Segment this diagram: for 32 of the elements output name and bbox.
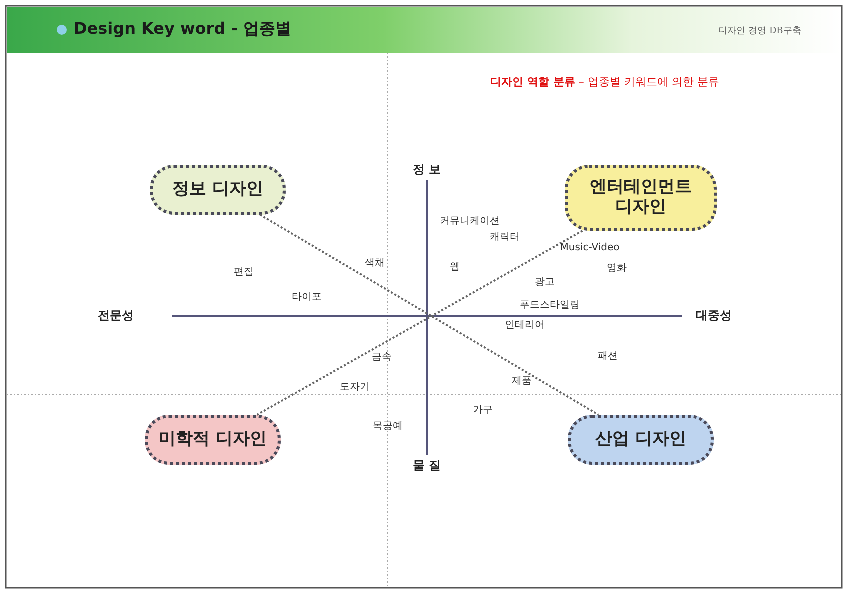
box-label: 정보 디자인 xyxy=(172,180,264,200)
keyword-label: 캐릭터 xyxy=(490,231,520,244)
axis-label: 물 질 xyxy=(412,458,442,474)
keyword-label: 영화 xyxy=(607,262,627,275)
slide-title: Design Key word - 업종별 xyxy=(74,19,292,40)
box-label: 산업 디자인 xyxy=(596,430,686,450)
keyword-label: 패션 xyxy=(598,350,618,363)
keyword-label: 타이포 xyxy=(292,291,322,304)
keyword-label: 광고 xyxy=(535,276,555,289)
box-label: 미학적 디자인 xyxy=(159,430,267,450)
keyword-label: 인테리어 xyxy=(505,319,545,332)
keyword-label: 금속 xyxy=(372,351,392,364)
rounded-box xyxy=(150,165,286,215)
keyword-label: 도자기 xyxy=(340,381,370,394)
keyword-label: Music-Video xyxy=(560,242,620,254)
subtitle: 디자인 역할 분류 – 업종별 키워드에 의한 분류 xyxy=(490,74,720,90)
keyword-label: 가구 xyxy=(473,404,493,417)
rounded-box xyxy=(565,165,717,231)
box-label: 엔터테인먼트 디자인 xyxy=(589,178,693,218)
keyword-label: 제품 xyxy=(512,375,532,388)
axis-label: 대중성 xyxy=(696,308,732,324)
keyword-label: 커뮤니케이션 xyxy=(440,215,500,228)
keyword-label: 편집 xyxy=(234,266,254,279)
header-note: 디자인 경영 DB구축 xyxy=(718,26,802,38)
keyword-label: 목공예 xyxy=(373,420,403,433)
axis-label: 정 보 xyxy=(412,162,442,178)
keyword-label: 색채 xyxy=(365,257,385,270)
rounded-box xyxy=(568,415,714,465)
rounded-box xyxy=(145,415,281,465)
axis-label: 전문성 xyxy=(98,308,134,324)
keyword-label: 웹 xyxy=(450,261,460,274)
keyword-label: 푸드스타일링 xyxy=(520,299,580,312)
